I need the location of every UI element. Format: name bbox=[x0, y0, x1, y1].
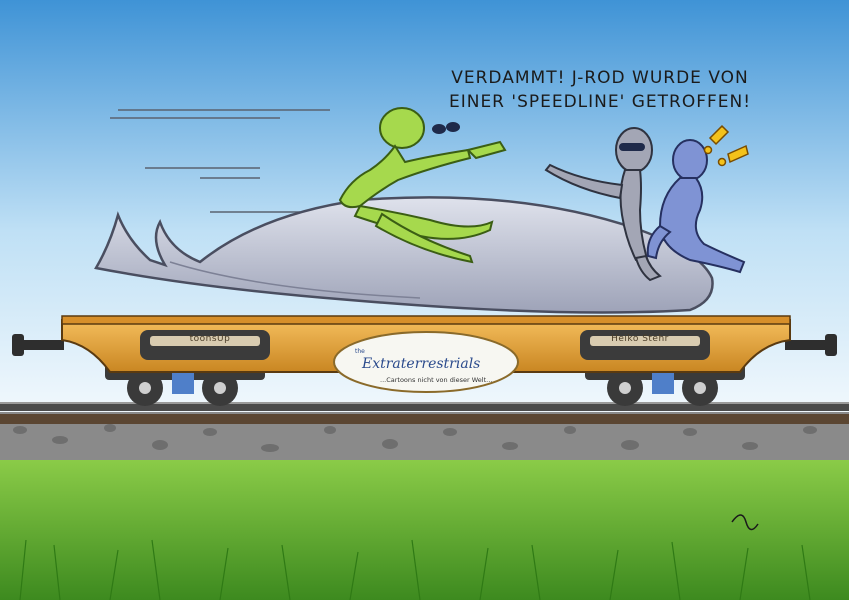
brand-label-right: Heiko Stehr bbox=[611, 334, 669, 344]
exclamation-marks bbox=[703, 124, 749, 167]
artist-signature bbox=[731, 514, 759, 531]
grass-blades bbox=[19, 539, 811, 600]
grass bbox=[0, 452, 849, 600]
logo-wordmark: Extraterrestrials bbox=[362, 356, 481, 372]
grey-alien bbox=[544, 127, 662, 282]
rail bbox=[0, 402, 849, 411]
sleepers bbox=[0, 414, 849, 424]
brand-label-left: toonsUp bbox=[189, 334, 231, 344]
logo-the: the bbox=[355, 348, 365, 355]
buffer-left bbox=[12, 334, 64, 356]
grey-alien-shades bbox=[619, 143, 645, 151]
ballast-stones bbox=[13, 424, 817, 452]
speech-line-1: VERDAMMT! J-ROD WURDE VON bbox=[451, 68, 749, 88]
logo-oval bbox=[333, 331, 519, 393]
blue-alien bbox=[646, 139, 746, 274]
green-alien bbox=[338, 107, 507, 264]
speech-line-2: EINER 'SPEEDLINE' GETROFFEN! bbox=[448, 92, 752, 112]
buffer-right bbox=[785, 334, 837, 356]
logo-tagline: ...Cartoons nicht von dieser Welt... bbox=[380, 376, 493, 384]
sled bbox=[94, 196, 714, 314]
green-alien-shades bbox=[432, 122, 460, 134]
